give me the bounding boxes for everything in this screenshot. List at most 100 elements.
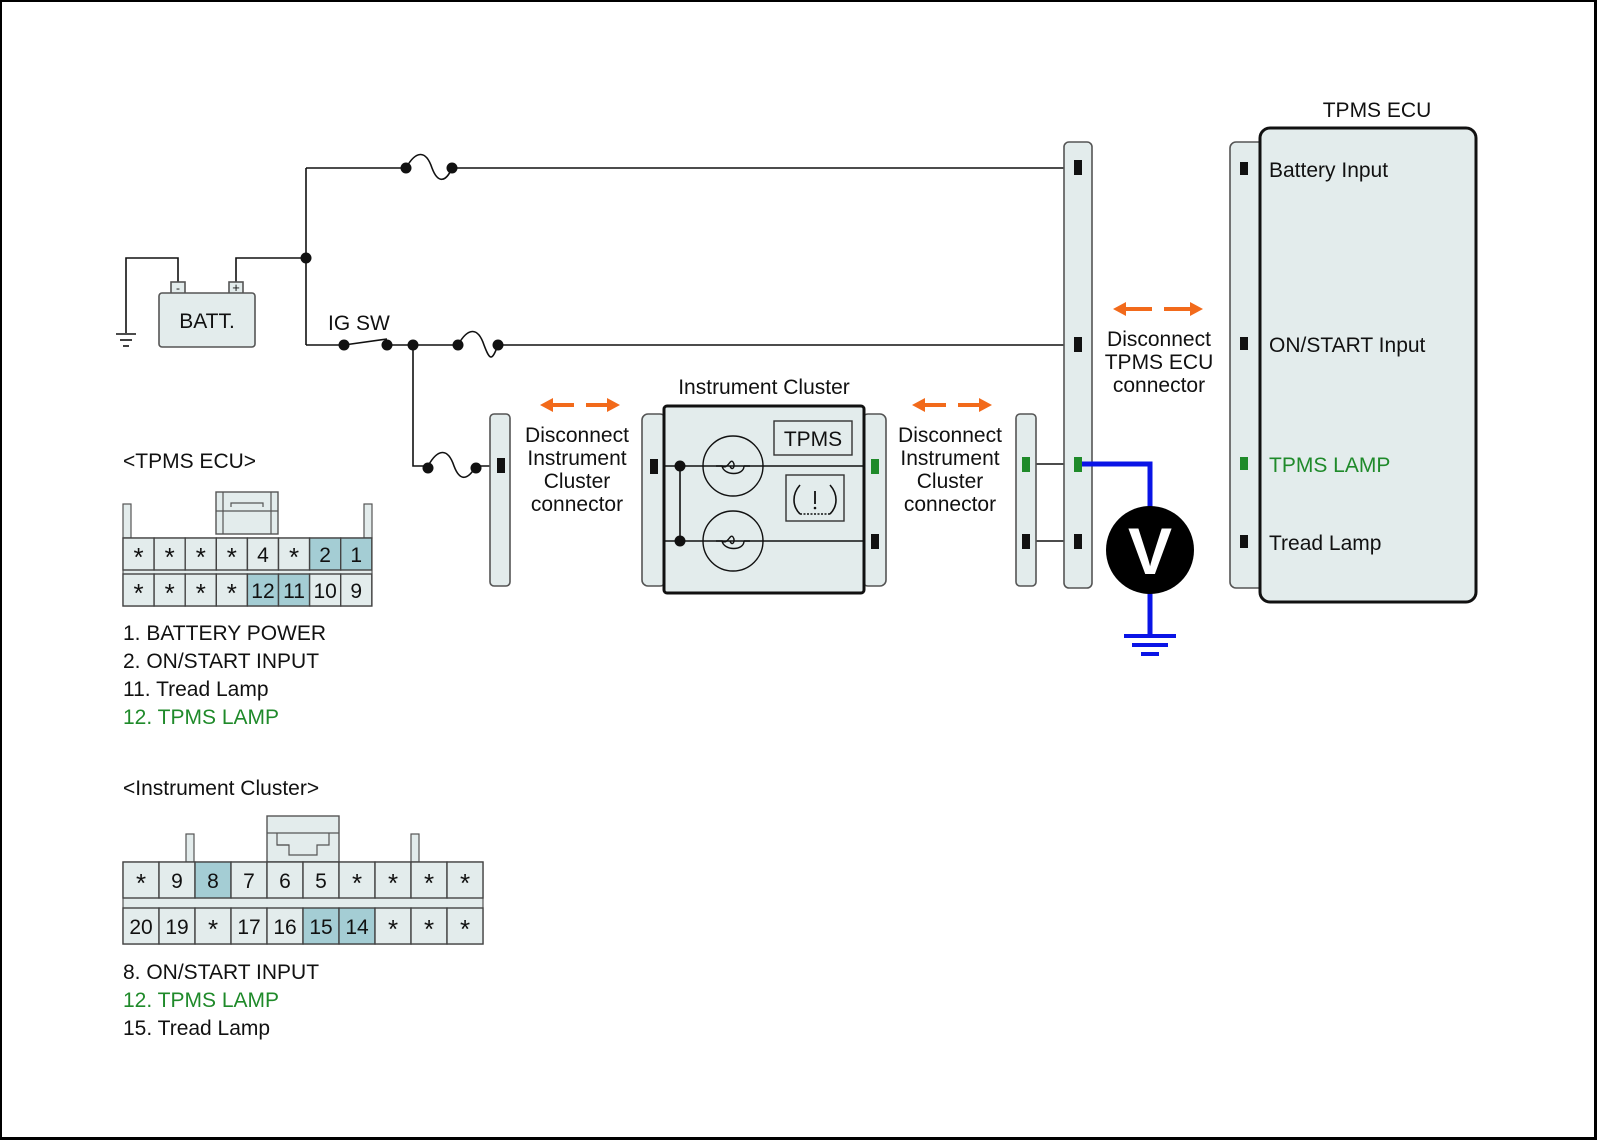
connector-pin-cell: * (215, 573, 249, 608)
connector-pin-cell: * (374, 861, 412, 899)
cluster-connector-title: <Instrument Cluster> (123, 777, 319, 800)
ig-switch-icon (343, 338, 388, 346)
battery: - + BATT. (158, 280, 256, 348)
connector-pin-cell: 16 (266, 907, 304, 945)
tpms-ecu-connector-harness[interactable] (1063, 141, 1093, 589)
connector-pin-cell: * (410, 861, 448, 899)
disconnect-label-ecu: Disconnect TPMS ECU connector (1105, 328, 1214, 397)
connector-pin-cell: 11 (277, 573, 311, 607)
connector-pin-cell: * (215, 537, 249, 572)
tpms-ecu-body (1258, 126, 1478, 604)
pin-number: * (133, 578, 143, 608)
disconnect-arrows (540, 302, 1203, 412)
measure-wire (1082, 461, 1153, 520)
voltmeter-symbol: V (1128, 514, 1172, 588)
connector-pin-cell: * (374, 907, 412, 945)
svg-text:Disconnect: Disconnect (525, 424, 629, 447)
pin-number: 17 (237, 916, 260, 939)
pin-number: 16 (273, 916, 296, 939)
ecu-pin-on-start-input: ON/START Input (1269, 334, 1426, 357)
pin-number: 10 (313, 580, 336, 603)
pin-number: * (388, 914, 398, 944)
pin-number: 9 (350, 580, 362, 603)
connector-pin-cell: * (446, 861, 484, 899)
svg-text:Disconnect: Disconnect (1107, 328, 1211, 351)
connector-pin (1074, 534, 1082, 549)
pin-number: * (133, 542, 143, 572)
connector-pin-cell: * (122, 861, 160, 899)
pin-number: * (208, 914, 218, 944)
cluster-connector-harness-left[interactable] (489, 413, 511, 587)
connector-pin-cell: 6 (266, 861, 304, 899)
pin-number: 1 (350, 544, 362, 567)
pin-number: * (289, 542, 299, 572)
svg-text:Instrument: Instrument (527, 447, 626, 470)
connector-pin-tpms-lamp (1074, 457, 1082, 472)
cluster-connector-harness-right[interactable] (1015, 413, 1037, 587)
connector-pin-cell: 2 (308, 537, 342, 571)
pin-legend-item: 8. ON/START INPUT (123, 961, 319, 984)
connector-pin (1074, 337, 1082, 352)
wires (116, 153, 1078, 542)
ground-symbol-battery (116, 333, 136, 347)
arrow-right-icon (1164, 302, 1203, 316)
voltmeter-probe: V (1082, 461, 1194, 656)
connector-pin (650, 459, 658, 474)
cluster-connector-side-right[interactable] (861, 413, 887, 587)
connector-pin-cell: * (184, 537, 217, 572)
battery-label: BATT. (179, 310, 235, 333)
pin-number: 9 (171, 870, 183, 893)
disconnect-label-left: Disconnect Instrument Cluster connector (525, 424, 629, 516)
connector-pin-cell: * (194, 907, 232, 945)
ecu-pin-tpms-lamp: TPMS LAMP (1269, 454, 1390, 477)
pin-legend-item: 11. Tread Lamp (123, 678, 269, 701)
ig-switch-label: IG SW (328, 312, 390, 335)
pin-legend-item: 1. BATTERY POWER (123, 622, 326, 645)
connector-pin (1022, 534, 1030, 549)
svg-text:connector: connector (531, 493, 623, 516)
pin-number: 5 (315, 870, 327, 893)
pin-number: 14 (345, 916, 369, 939)
pin-number: * (196, 542, 206, 572)
svg-text:Cluster: Cluster (917, 470, 984, 493)
connector-pin-cell: * (122, 573, 155, 608)
arrow-left-icon (912, 398, 946, 412)
connector-pin-cell: 9 (340, 573, 373, 607)
fuse-icon (457, 330, 499, 358)
voltmeter-icon (1106, 506, 1194, 594)
connector-pin-cell: * (277, 537, 311, 572)
connector-pin (1240, 162, 1248, 175)
arrow-right-icon (958, 398, 992, 412)
arrow-left-icon (1113, 302, 1152, 316)
connector-pin (871, 534, 879, 549)
pin-number: 2 (319, 544, 331, 567)
pin-legend-item: 12. TPMS LAMP (123, 706, 279, 729)
pin-number: * (460, 868, 470, 898)
connector-pin (1240, 337, 1248, 350)
connector-pin-cell: 19 (158, 907, 196, 945)
connector-pin-cell: 8 (194, 861, 232, 899)
connector-pin-cell: 10 (308, 573, 342, 607)
svg-text:Cluster: Cluster (544, 470, 611, 493)
connector-pin-cell: * (153, 573, 186, 608)
pin-number: 20 (129, 916, 152, 939)
connector-pin-cell: * (184, 573, 217, 608)
ecu-pin-tread-lamp: Tread Lamp (1269, 532, 1381, 555)
pin-number: * (196, 578, 206, 608)
svg-text:connector: connector (1113, 374, 1205, 397)
connector-pin-cell: 1 (340, 537, 373, 571)
pin-number: * (388, 868, 398, 898)
connector-pin-cell: 15 (302, 907, 340, 945)
connector-pin-cell: * (153, 537, 186, 572)
cluster-connector-side-left[interactable] (641, 413, 667, 587)
connector-pin (1240, 535, 1248, 548)
fuse-icon (405, 153, 453, 181)
connector-latch (215, 491, 279, 535)
connector-pin (1074, 160, 1082, 175)
tpms-indicator-box (773, 420, 853, 456)
tpms-ecu-title: TPMS ECU (1323, 99, 1432, 122)
